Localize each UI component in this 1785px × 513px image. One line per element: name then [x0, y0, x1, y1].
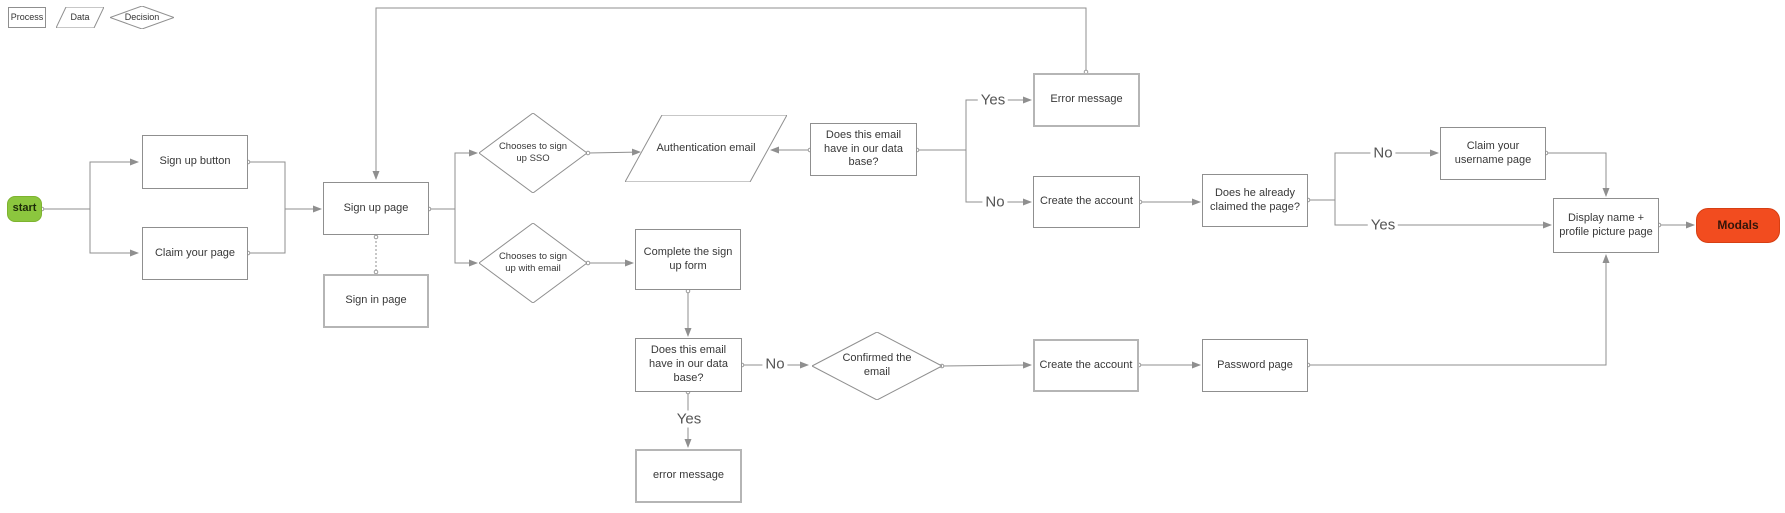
node-chooses-email-label: Chooses to sign up with email — [498, 251, 568, 274]
edge-start-to-claim-page — [89, 209, 139, 257]
node-chooses-sso-label: Chooses to sign up SSO — [498, 141, 568, 164]
node-password-page-label: Password page — [1217, 358, 1293, 371]
node-modals-label: Modals — [1717, 218, 1759, 232]
node-confirmed-email-label: Confirmed the email — [842, 352, 912, 378]
edge-label-no-top: No — [982, 193, 1008, 211]
node-start[interactable]: start — [7, 196, 42, 222]
edge-signup-page-to-email — [454, 209, 478, 267]
node-email-in-db-top[interactable]: Does this email have in our data base? — [810, 123, 917, 176]
legend-process-label: Process — [10, 11, 44, 22]
node-already-claimed[interactable]: Does he already claimed the page? — [1202, 174, 1308, 227]
node-email-in-db-bottom[interactable]: Does this email have in our data base? — [635, 338, 742, 392]
node-error-message-bottom[interactable]: error message — [635, 449, 742, 503]
node-claim-your-page[interactable]: Claim your page — [142, 227, 248, 280]
node-modals[interactable]: Modals — [1696, 208, 1780, 243]
node-claim-username-page-label: Claim your username page — [1454, 139, 1532, 166]
node-sign-in-page-label: Sign in page — [345, 294, 407, 307]
node-error-message-top-label: Error message — [1050, 93, 1123, 106]
edge-username-to-display — [1543, 150, 1610, 197]
node-sign-up-button-label: Sign up button — [159, 155, 231, 168]
node-authentication-email-data[interactable]: Authentication email — [625, 115, 787, 182]
node-sign-in-page[interactable]: Sign in page — [323, 274, 429, 328]
node-email-in-db-top-label: Does this email have in our data base? — [824, 128, 903, 169]
node-start-label: start — [12, 202, 37, 215]
node-display-name-page-label: Display name + profile picture page — [1559, 211, 1653, 238]
edge-label-yes-top: Yes — [977, 91, 1009, 109]
edge-confirmed-to-create2 — [939, 361, 1032, 369]
edge-signup-page-to-sso — [426, 149, 478, 212]
legend-process-shape[interactable]: Process — [8, 7, 46, 28]
node-claim-username-page[interactable]: Claim your username page — [1440, 127, 1546, 180]
edge-password-to-display — [1305, 254, 1610, 368]
edge-error-loop-to-signup-page — [372, 7, 1089, 180]
node-error-message-bottom-label: error message — [653, 469, 724, 482]
edge-claim-page-merge — [245, 209, 286, 256]
edge-sso-to-auth-email — [585, 148, 641, 156]
node-sign-up-page[interactable]: Sign up page — [323, 182, 429, 235]
node-create-account-top[interactable]: Create the account — [1033, 176, 1140, 228]
node-authentication-email-label: Authentication email — [656, 141, 756, 154]
edge-start-to-signup-button — [39, 158, 139, 212]
node-display-name-page[interactable]: Display name + profile picture page — [1553, 198, 1659, 253]
legend-decision-label: Decision — [124, 11, 160, 22]
edge-emaildb-yes-to-error — [914, 96, 1032, 153]
edge-label-no-confirm: No — [762, 355, 788, 373]
edge-label-yes-claim: Yes — [1367, 216, 1399, 234]
edge-claimed-yes-to-display — [1334, 200, 1552, 229]
node-create-account-top-label: Create the account — [1040, 195, 1133, 208]
edge-label-yes-error: Yes — [673, 410, 705, 428]
node-already-claimed-label: Does he already claimed the page? — [1210, 186, 1300, 213]
edge-label-no-claim: No — [1370, 144, 1396, 162]
node-sign-up-button[interactable]: Sign up button — [142, 135, 248, 189]
node-sign-up-page-label: Sign up page — [343, 201, 409, 214]
legend-data-label: Data — [70, 11, 90, 22]
node-create-account-bottom-label: Create the account — [1039, 358, 1133, 371]
legend-data-shape[interactable]: Data — [56, 7, 104, 28]
node-error-message-top[interactable]: Error message — [1033, 73, 1140, 127]
node-password-page[interactable]: Password page — [1202, 339, 1308, 392]
node-chooses-sso-decision[interactable]: Chooses to sign up SSO — [479, 113, 587, 193]
node-create-account-bottom[interactable]: Create the account — [1033, 339, 1139, 392]
node-complete-sign-up-form[interactable]: Complete the sign up form — [635, 229, 741, 290]
node-chooses-email-decision[interactable]: Chooses to sign up with email — [479, 223, 587, 303]
edge-emaildb-no-to-create — [965, 150, 1032, 206]
node-confirmed-email-decision[interactable]: Confirmed the email — [812, 332, 942, 400]
node-email-in-db-bottom-label: Does this email have in our data base? — [649, 344, 728, 384]
node-complete-sign-up-form-label: Complete the sign up form — [643, 245, 733, 272]
edge-signup-button-to-signup-page — [245, 159, 322, 213]
legend-decision-shape[interactable]: Decision — [110, 6, 174, 29]
node-claim-your-page-label: Claim your page — [154, 246, 236, 259]
